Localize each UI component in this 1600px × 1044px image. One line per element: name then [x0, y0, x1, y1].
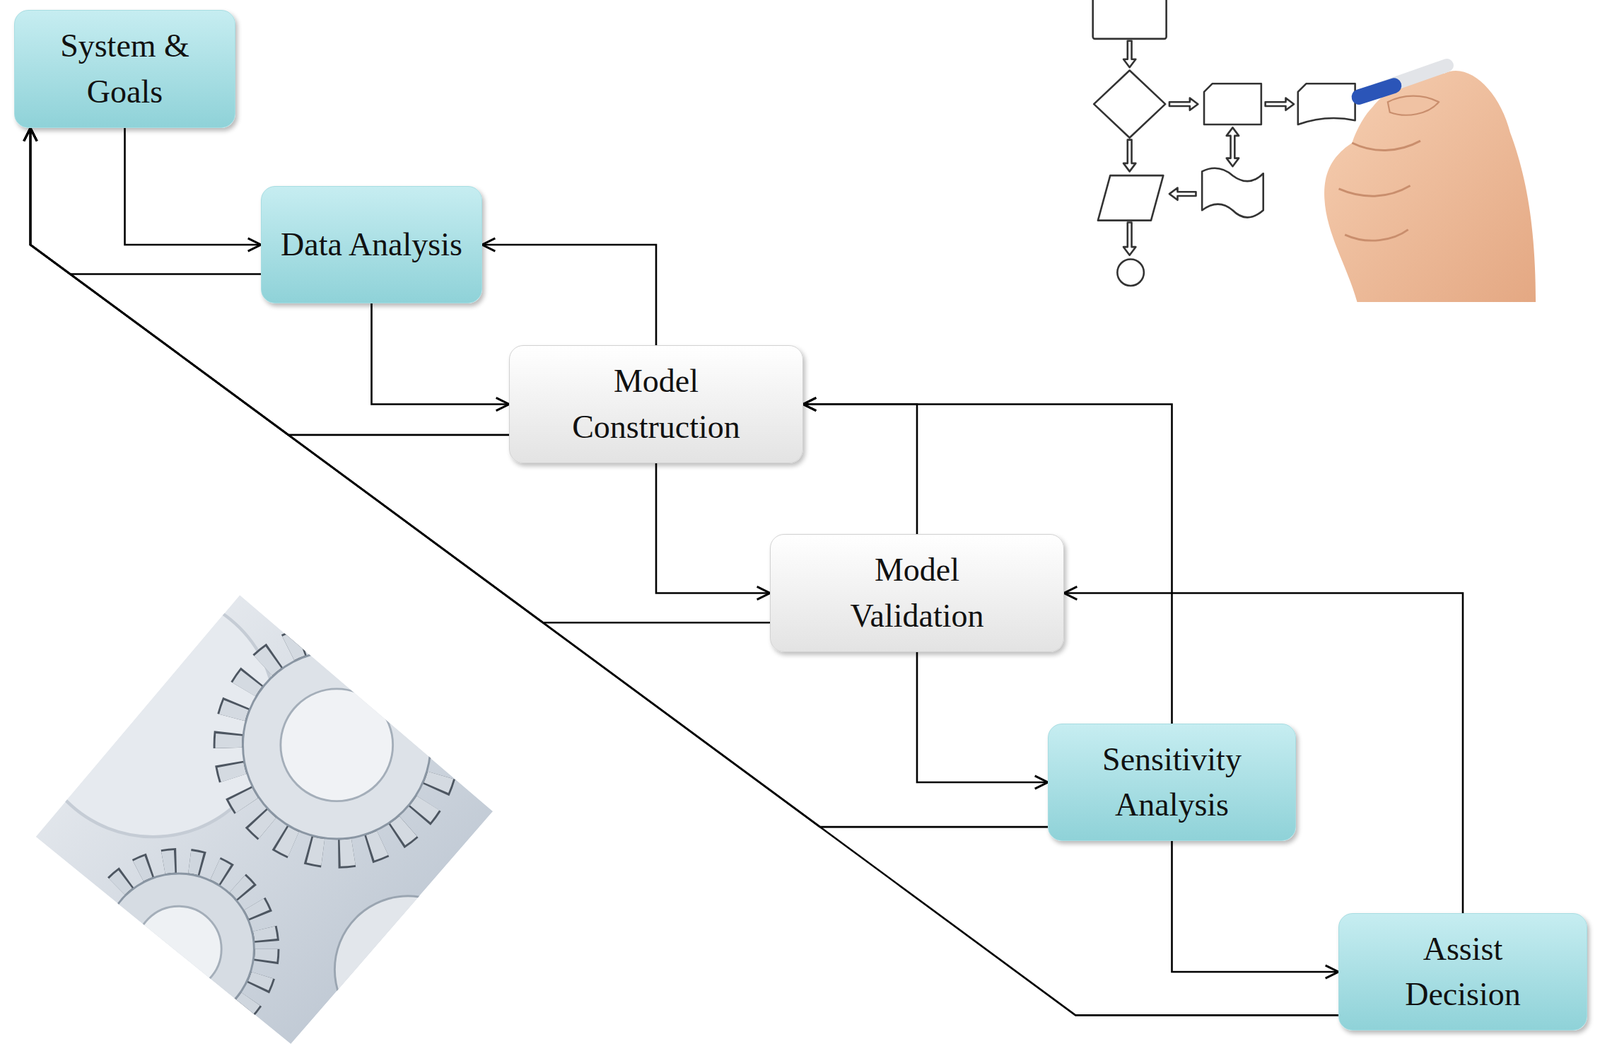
flow-connector [30, 127, 1048, 827]
box-label: Model Validation [810, 547, 1024, 639]
gear-hub [135, 905, 222, 992]
finger-crease [1351, 140, 1421, 150]
box-label: Sensitivity Analysis [1073, 736, 1272, 828]
flow-connector [803, 404, 918, 535]
finger-crease [1344, 229, 1408, 241]
process-box: Sensitivity Analysis [1047, 723, 1296, 841]
gear-body [334, 895, 482, 1043]
gear-body [242, 651, 431, 839]
flow-arrow [1226, 127, 1239, 167]
flow-arrow [1169, 187, 1197, 200]
gear-teeth [90, 861, 266, 1037]
flow-connector [1172, 840, 1340, 972]
pen-cap [1358, 85, 1394, 97]
card-symbol [1204, 83, 1262, 125]
tape-symbol [1201, 168, 1264, 218]
process-box: Assist Decision [1338, 912, 1588, 1031]
flow-arrow [1123, 41, 1136, 68]
gears-picture [30, 591, 493, 1044]
data-symbol [1098, 175, 1164, 220]
flow-connector [125, 127, 262, 245]
terminal-symbol [1117, 258, 1144, 286]
flow-connector [30, 127, 510, 435]
flow-connector [917, 651, 1048, 782]
flow-arrow [1123, 222, 1136, 256]
flow-connector [371, 303, 510, 405]
model-box: Model Construction [509, 345, 804, 464]
box-label: Assist Decision [1363, 926, 1562, 1018]
hand-with-pen [1324, 65, 1536, 302]
flow-arrow [1265, 98, 1294, 111]
gear-teeth [228, 636, 445, 853]
gear-teeth [90, 861, 266, 1037]
flowchart-sketch [1093, 0, 1356, 286]
process-symbol [1093, 0, 1167, 39]
flow-connector [30, 127, 261, 275]
box-label: Data Analysis [280, 222, 463, 268]
box-label: System & Goals [33, 23, 218, 115]
process-box: Data Analysis [260, 185, 483, 304]
gear-teeth [228, 636, 445, 853]
decision-symbol [1093, 70, 1166, 138]
gear-hub [280, 688, 394, 802]
flow-connector [656, 463, 770, 594]
hand-shape [1324, 70, 1536, 302]
process-box: System & Goals [14, 9, 236, 128]
flow-connector [482, 244, 657, 346]
flow-arrow [1123, 139, 1136, 172]
finger-crease [1339, 185, 1411, 197]
gear-body [103, 873, 255, 1025]
flow-arrow [1169, 98, 1198, 111]
thumb-shape [1387, 96, 1439, 116]
box-label: Model Construction [535, 358, 777, 450]
model-box: Model Validation [769, 533, 1065, 652]
card-symbol [1298, 83, 1356, 125]
flow-connector [30, 127, 1339, 1015]
